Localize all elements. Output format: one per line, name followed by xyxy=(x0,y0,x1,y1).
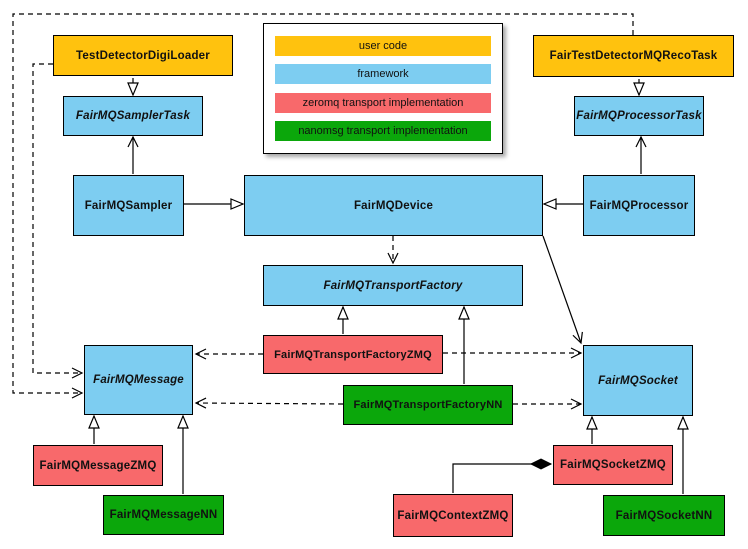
edge-contextzmq-composed-in-socketzmq xyxy=(452,458,553,493)
node-fairmqdevice: FairMQDevice xyxy=(244,175,543,236)
node-fairmqtransportfactorynn: FairMQTransportFactoryNN xyxy=(343,385,513,425)
node-fairmqsocket: FairMQSocket xyxy=(583,345,693,416)
legend-user-code: user code xyxy=(275,36,491,56)
node-fairmqsocketzmq: FairMQSocketZMQ xyxy=(553,445,673,485)
legend: user code framework zeromq transport imp… xyxy=(263,23,503,154)
edge-transportfactorynn-creates-message xyxy=(194,397,344,409)
node-fairmqmessagenn: FairMQMessageNN xyxy=(103,495,224,535)
node-fairmqprocessortask: FairMQProcessorTask xyxy=(574,96,704,136)
edge-device-uses-socket xyxy=(542,235,583,345)
node-fairmqmessagezmq: FairMQMessageZMQ xyxy=(33,445,163,486)
node-fairmqcontextzmq: FairMQContextZMQ xyxy=(393,494,513,537)
node-fairmqmessage: FairMQMessage xyxy=(84,345,193,415)
node-fairmqtransportfactory: FairMQTransportFactory xyxy=(263,265,523,306)
node-fairmqtransportfactoryzmq: FairMQTransportFactoryZMQ xyxy=(263,335,443,374)
legend-zeromq: zeromq transport implementation xyxy=(275,92,491,113)
node-testdetectordigiloader: TestDetectorDigiLoader xyxy=(53,35,233,76)
node-fairmqsampler: FairMQSampler xyxy=(73,175,184,236)
node-fairtestdetectormqrecotask: FairTestDetectorMQRecoTask xyxy=(533,35,734,77)
legend-nanomsg: nanomsg transport implementation xyxy=(275,120,491,141)
node-fairmqprocessor: FairMQProcessor xyxy=(583,175,695,236)
node-fairmqsocketnn: FairMQSocketNN xyxy=(603,495,725,536)
legend-framework: framework xyxy=(275,64,491,85)
node-fairmqsamplertask: FairMQSamplerTask xyxy=(63,96,203,136)
